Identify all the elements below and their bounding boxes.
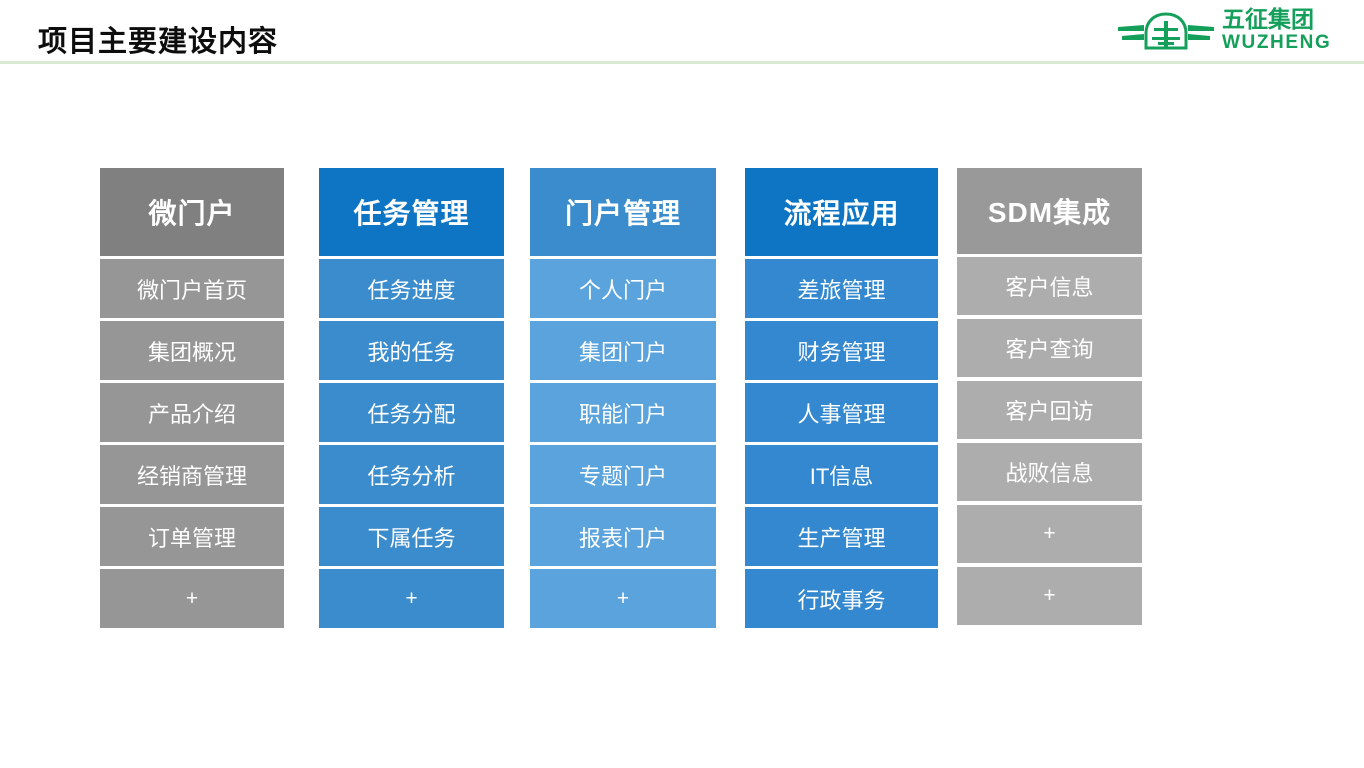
list-item[interactable]: 客户回访	[957, 381, 1142, 439]
list-item[interactable]: 任务分析	[319, 445, 504, 504]
list-item[interactable]: 差旅管理	[745, 259, 938, 318]
list-item[interactable]: 经销商管理	[100, 445, 284, 504]
list-item[interactable]: IT信息	[745, 445, 938, 504]
list-item[interactable]: 客户信息	[957, 257, 1142, 315]
list-item[interactable]: 专题门户	[530, 445, 716, 504]
list-item[interactable]: 下属任务	[319, 507, 504, 566]
add-item-button[interactable]: +	[957, 505, 1142, 563]
list-item[interactable]: 集团门户	[530, 321, 716, 380]
add-item-button[interactable]: +	[319, 569, 504, 628]
list-item[interactable]: 集团概况	[100, 321, 284, 380]
column-task-management: 任务管理 任务进度 我的任务 任务分配 任务分析 下属任务 +	[319, 168, 504, 631]
list-item[interactable]: 个人门户	[530, 259, 716, 318]
column-header-micro-portal[interactable]: 微门户	[100, 168, 284, 256]
page-title: 项目主要建设内容	[38, 26, 279, 58]
add-item-button[interactable]: +	[100, 569, 284, 628]
list-item[interactable]: 客户查询	[957, 319, 1142, 377]
wuzheng-emblem-icon	[1114, 8, 1218, 54]
column-sdm-integration: SDM集成 客户信息 客户查询 客户回访 战败信息 + +	[957, 168, 1142, 629]
add-item-button[interactable]: +	[957, 567, 1142, 625]
content-board: 微门户 微门户首页 集团概况 产品介绍 经销商管理 订单管理 + 任务管理 任务…	[0, 64, 1364, 768]
brand-name-cn: 五征集团	[1222, 6, 1314, 32]
add-item-button[interactable]: +	[530, 569, 716, 628]
column-header-sdm-integration[interactable]: SDM集成	[957, 168, 1142, 254]
list-item[interactable]: 人事管理	[745, 383, 938, 442]
list-item[interactable]: 生产管理	[745, 507, 938, 566]
list-item[interactable]: 产品介绍	[100, 383, 284, 442]
list-item[interactable]: 我的任务	[319, 321, 504, 380]
list-item[interactable]: 职能门户	[530, 383, 716, 442]
column-portal-management: 门户管理 个人门户 集团门户 职能门户 专题门户 报表门户 +	[530, 168, 716, 631]
column-process-application: 流程应用 差旅管理 财务管理 人事管理 IT信息 生产管理 行政事务	[745, 168, 938, 631]
column-header-portal-management[interactable]: 门户管理	[530, 168, 716, 256]
list-item[interactable]: 行政事务	[745, 569, 938, 628]
list-item[interactable]: 任务进度	[319, 259, 504, 318]
brand-name-en: WUZHENG	[1222, 32, 1332, 53]
list-item[interactable]: 战败信息	[957, 443, 1142, 501]
column-header-process-application[interactable]: 流程应用	[745, 168, 938, 256]
list-item[interactable]: 任务分配	[319, 383, 504, 442]
slide-header: 项目主要建设内容 五征集团 WUZHEN	[0, 0, 1364, 64]
brand-logo-text: 五征集团 WUZHENG	[1222, 6, 1346, 58]
list-item[interactable]: 微门户首页	[100, 259, 284, 318]
list-item[interactable]: 报表门户	[530, 507, 716, 566]
brand-logo: 五征集团 WUZHENG	[1114, 6, 1346, 58]
column-micro-portal: 微门户 微门户首页 集团概况 产品介绍 经销商管理 订单管理 +	[100, 168, 284, 631]
list-item[interactable]: 财务管理	[745, 321, 938, 380]
list-item[interactable]: 订单管理	[100, 507, 284, 566]
column-header-task-management[interactable]: 任务管理	[319, 168, 504, 256]
